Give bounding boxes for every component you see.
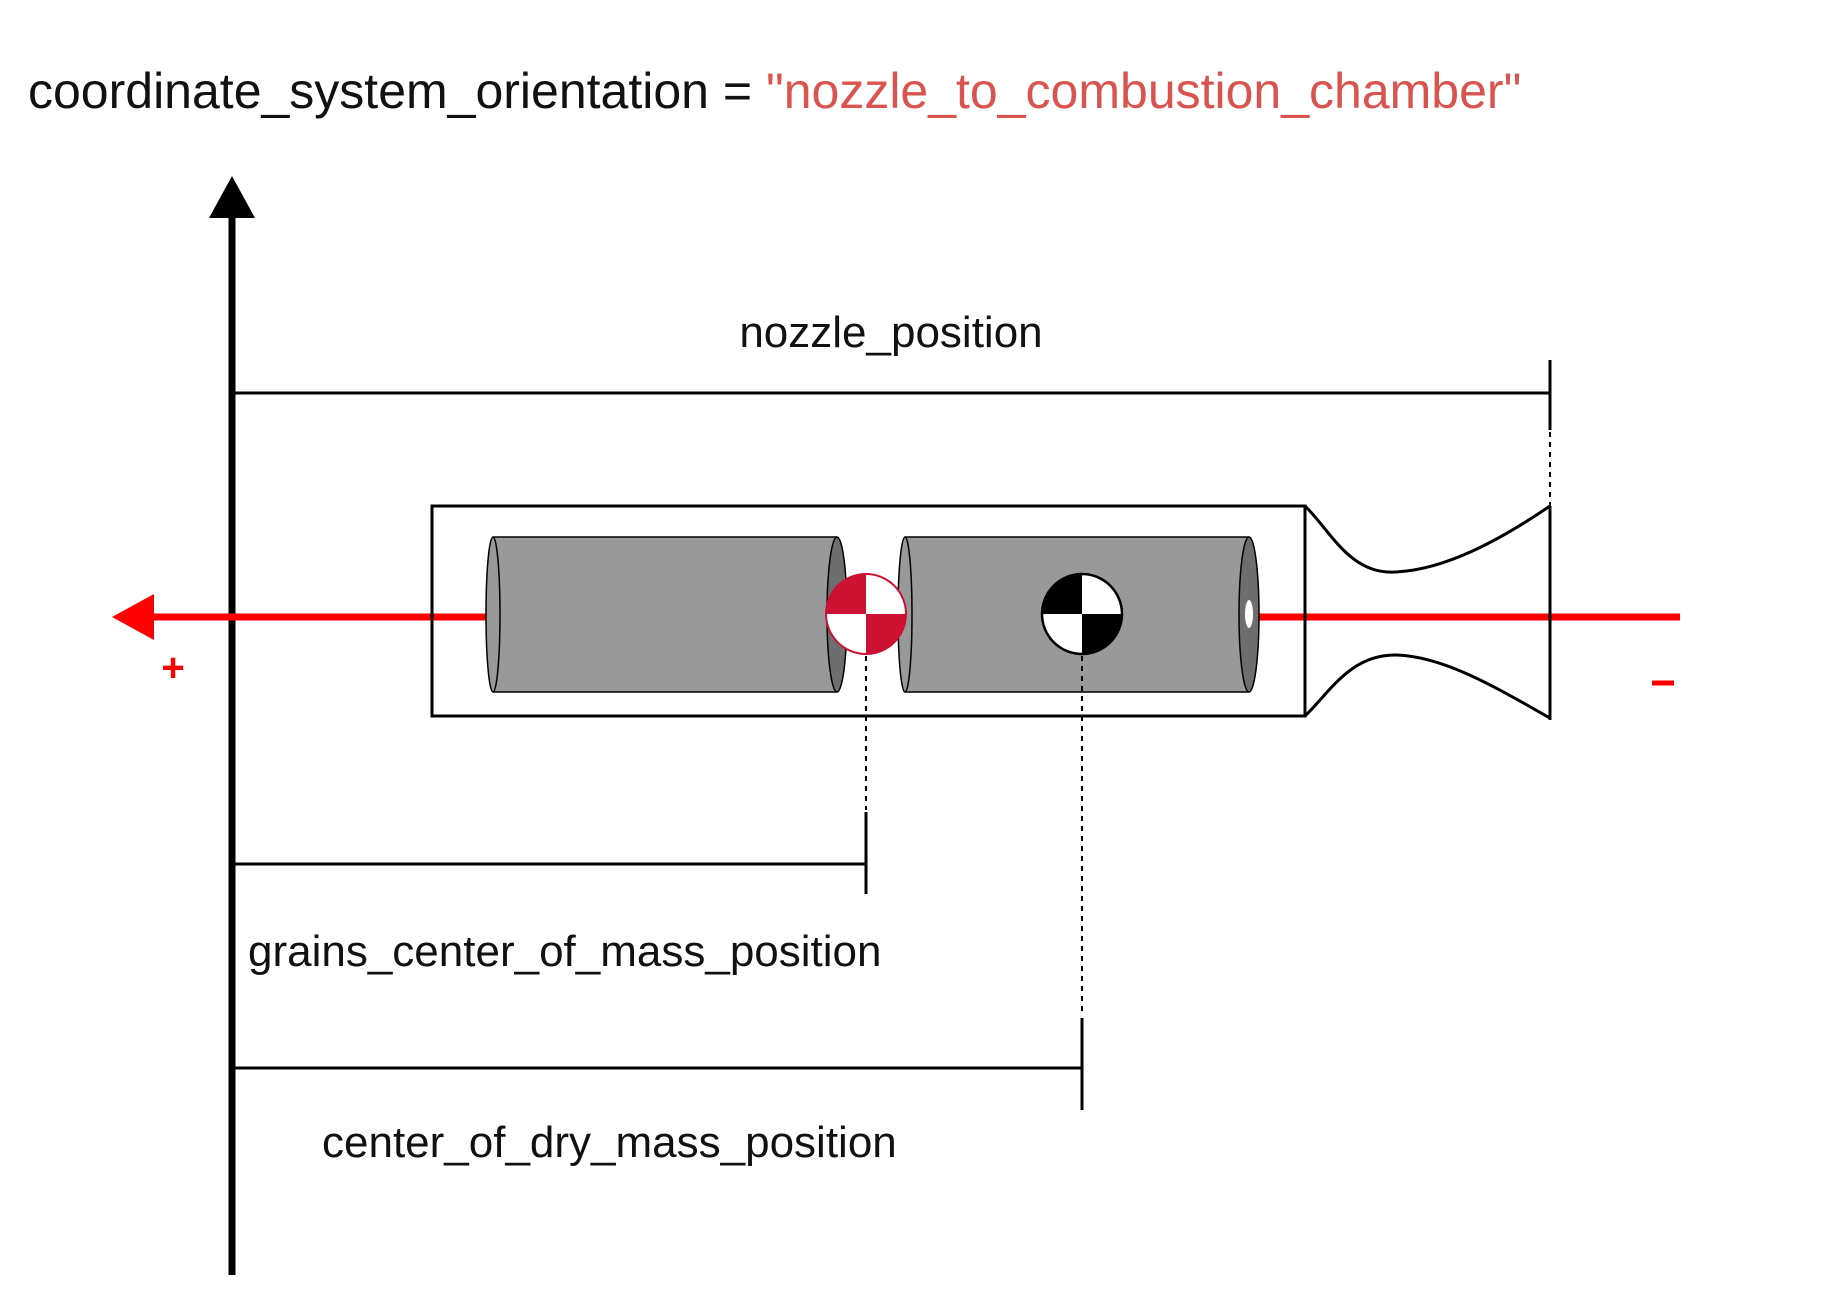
grains-com-dimension: grains_center_of_mass_position bbox=[232, 656, 882, 976]
positive-sign: + bbox=[161, 646, 184, 690]
origin-axis bbox=[209, 176, 255, 1275]
origin-arrowhead-icon bbox=[209, 176, 255, 218]
header-value: "nozzle_to_combustion_chamber" bbox=[766, 63, 1521, 119]
header-equals: = bbox=[709, 63, 766, 119]
propellant-grain-1 bbox=[485, 536, 848, 693]
header-key: coordinate_system_orientation bbox=[28, 63, 709, 119]
axis-arrowhead-icon bbox=[112, 594, 154, 640]
grains-center-of-mass-icon bbox=[825, 573, 907, 655]
grain-core-hole bbox=[1245, 600, 1253, 628]
nozzle-position-dimension: nozzle_position bbox=[232, 308, 1552, 506]
dry-com-dimension: center_of_dry_mass_position bbox=[232, 656, 1084, 1167]
dry-com-position-label: center_of_dry_mass_position bbox=[322, 1118, 897, 1167]
grains-com-position-label: grains_center_of_mass_position bbox=[248, 927, 882, 976]
propellant-grain-2 bbox=[897, 536, 1260, 693]
nozzle-position-label: nozzle_position bbox=[739, 308, 1042, 357]
negative-sign: - bbox=[1656, 655, 1669, 699]
nozzle bbox=[1303, 504, 1552, 720]
center-of-dry-mass-icon bbox=[1040, 572, 1124, 656]
header-line: coordinate_system_orientation = "nozzle_… bbox=[28, 63, 1521, 119]
